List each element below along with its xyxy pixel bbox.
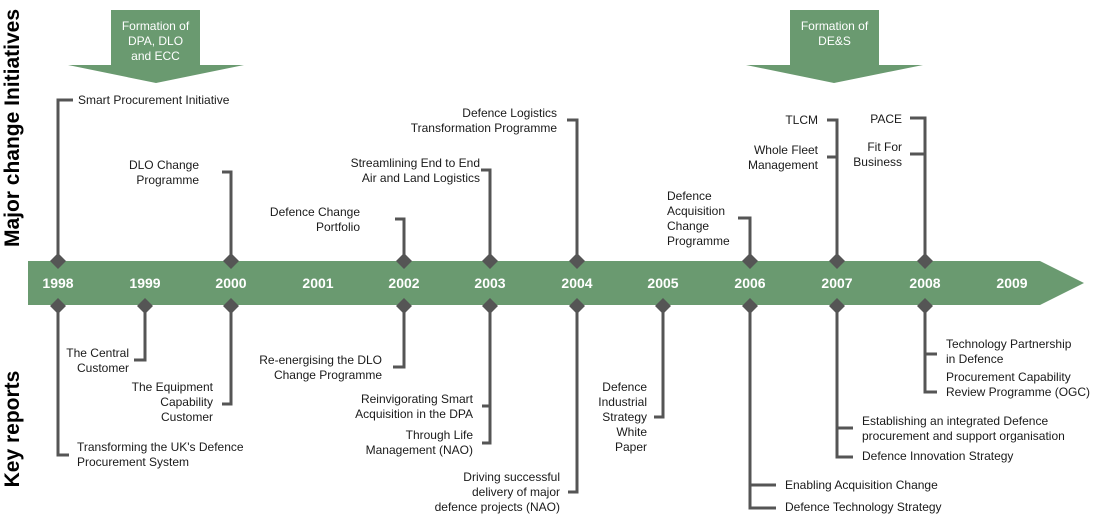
year-label: 2008: [909, 275, 941, 291]
year-label: 2004: [561, 275, 593, 291]
initiative-diamond: [917, 253, 933, 269]
report-label: Through Life Management (NAO): [365, 428, 473, 457]
initiative-connectors: [56, 98, 927, 261]
initiative-label: TLCM: [785, 113, 818, 127]
milestone-arrow-2: [746, 10, 923, 83]
initiative-label: Whole Fleet Management: [747, 143, 818, 172]
report-diamond: [396, 298, 412, 314]
initiative-label: Defence Logistics Transformation Program…: [410, 106, 557, 135]
year-label: 2009: [996, 275, 1028, 291]
report-diamond: [50, 298, 66, 314]
report-diamond: [569, 298, 585, 314]
initiative-label: Defence Change Portfolio: [269, 205, 360, 234]
timeline-band: [28, 261, 1084, 305]
report-label: Enabling Acquisition Change: [785, 478, 938, 492]
report-label: Defence Industrial Strategy White Paper: [598, 380, 647, 454]
report-label: Defence Innovation Strategy: [862, 449, 1014, 463]
initiative-label: PACE: [870, 112, 902, 126]
year-label: 2006: [734, 275, 766, 291]
initiative-label: Streamlining End to End Air and Land Log…: [350, 156, 480, 185]
report-diamond: [742, 298, 758, 314]
initiative-label: Defence Acquisition Change Programme: [667, 189, 730, 248]
side-label-initiatives: Major change Initiatives: [1, 8, 24, 248]
year-label: 2007: [821, 275, 853, 291]
year-label: 2003: [474, 275, 506, 291]
year-label: 2000: [215, 275, 247, 291]
initiative-diamond: [482, 253, 498, 269]
year-label: 1999: [129, 275, 161, 291]
initiative-label: DLO Change Programme: [128, 158, 199, 187]
year-label: 1998: [42, 275, 74, 291]
report-label: Driving successful delivery of major def…: [434, 470, 560, 514]
report-diamond: [137, 298, 153, 314]
year-label: 2005: [647, 275, 679, 291]
year-label: 2001: [302, 275, 334, 291]
report-diamond: [482, 298, 498, 314]
side-label-reports: Key reports: [1, 370, 24, 488]
initiative-diamond: [396, 253, 412, 269]
report-label: Procurement Capability Review Programme …: [946, 370, 1091, 399]
report-label: Re-energising the DLO Change Programme: [259, 353, 382, 382]
initiative-diamond: [742, 253, 758, 269]
report-diamond: [917, 298, 933, 314]
milestone-des: Formation of DE&S: [800, 19, 869, 48]
report-label: Reinvigorating Smart Acquisition in the …: [355, 392, 473, 421]
report-label: Technology Partnership in Defence: [946, 337, 1072, 366]
report-label: Establishing an integrated Defence procu…: [862, 414, 1065, 443]
report-diamond: [655, 298, 671, 314]
milestone-dpa-dlo-ecc: Formation of DPA, DLO and ECC: [121, 19, 190, 63]
report-label: Transforming the UK's Defence Procuremen…: [77, 440, 244, 469]
year-label: 2002: [388, 275, 420, 291]
report-diamond: [829, 298, 845, 314]
diamond-markers: [50, 253, 933, 314]
initiative-diamond: [50, 253, 66, 269]
report-label: The Central Customer: [66, 346, 129, 375]
initiative-label: Smart Procurement Initiative: [78, 93, 230, 107]
report-label: The Equipment Capability Customer: [131, 380, 213, 424]
initiative-label: Fit For Business: [853, 140, 902, 169]
milestone-arrow-1: [68, 10, 244, 83]
report-label: Defence Technology Strategy: [785, 500, 942, 514]
report-diamond: [223, 298, 239, 314]
initiative-diamond: [829, 253, 845, 269]
report-connectors: [56, 305, 937, 510]
initiative-diamond: [223, 253, 239, 269]
initiative-diamond: [569, 253, 585, 269]
